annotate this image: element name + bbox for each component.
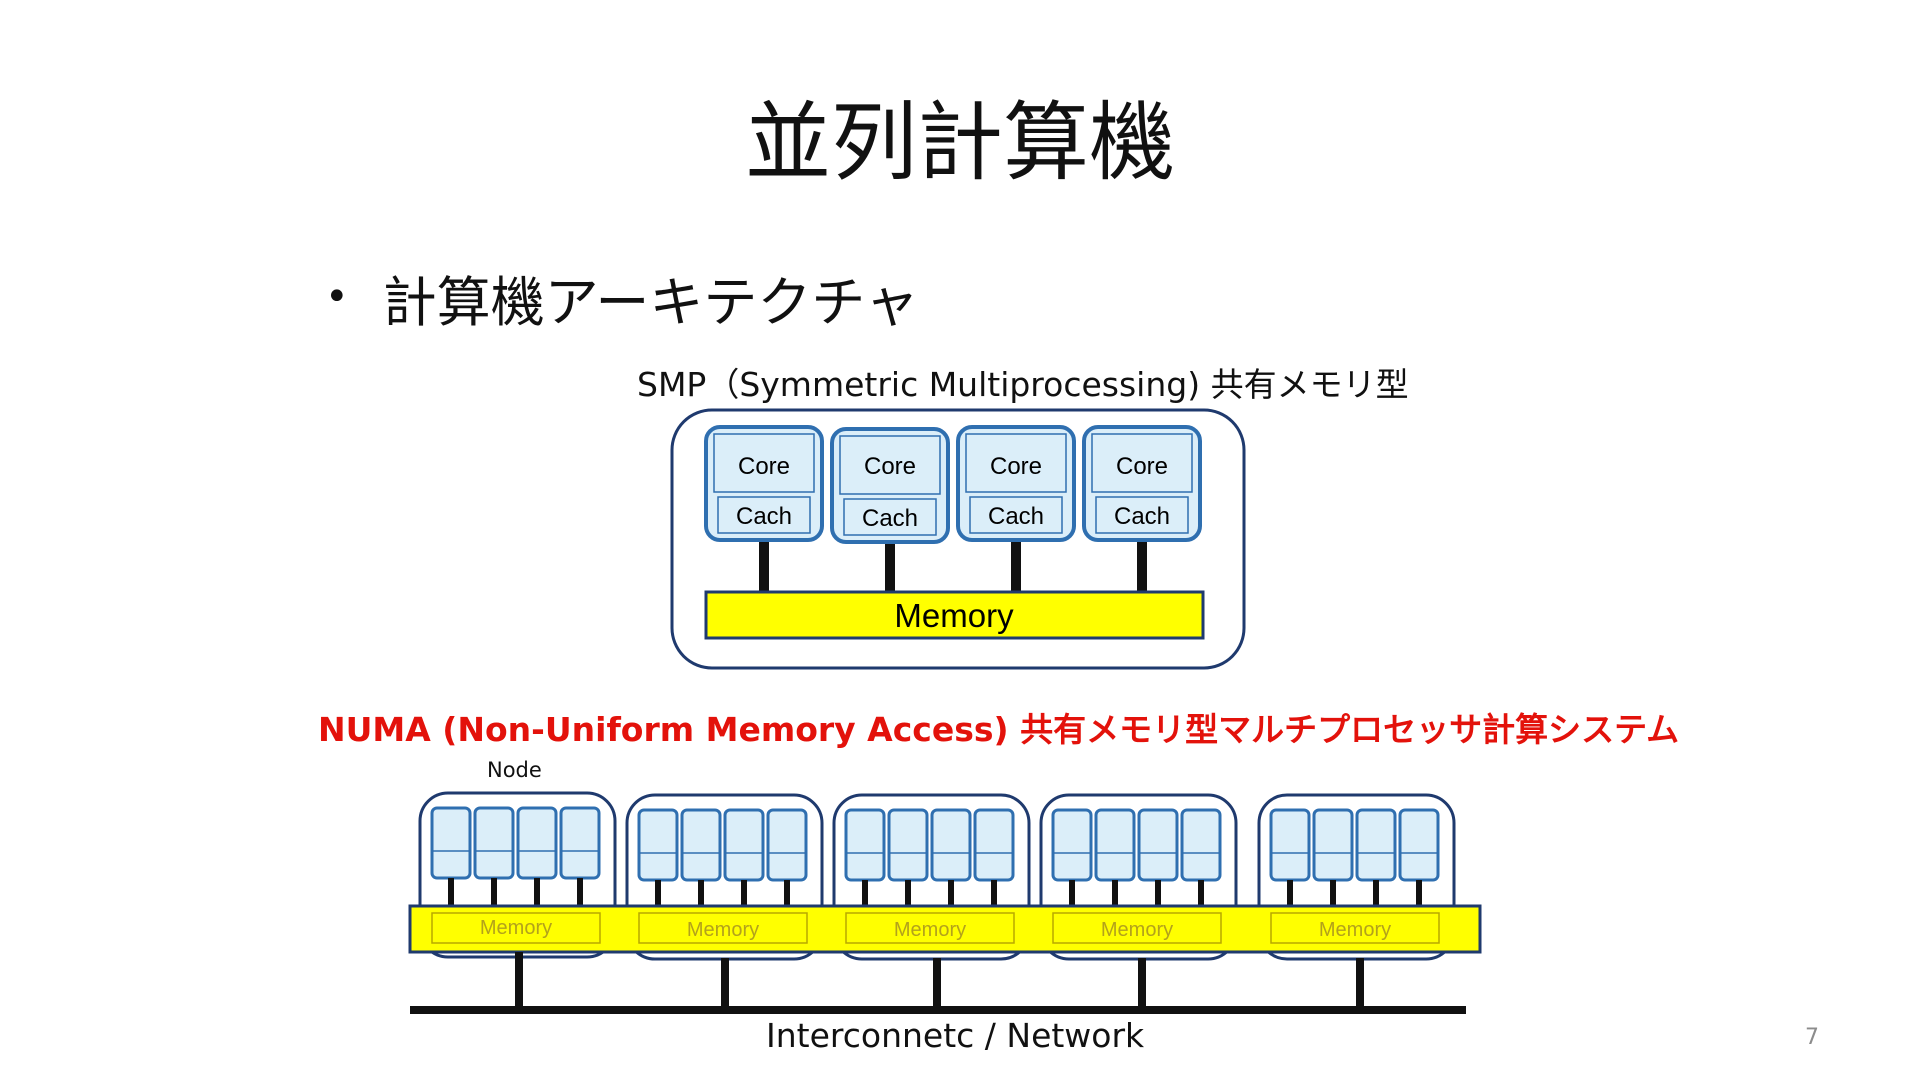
numa-core-unit	[723, 808, 765, 882]
numa-core-unit	[430, 806, 472, 880]
smp-connectors	[759, 538, 1147, 592]
numa-core-unit	[1180, 808, 1222, 882]
bullet-text: 計算機アーキテクチャ	[382, 270, 919, 334]
slide-title: 並列計算機	[745, 93, 1175, 193]
smp-cache-label: Cach	[1114, 503, 1170, 530]
page-number: 7	[1805, 1025, 1819, 1050]
smp-diagram: Core Cach Core Cach Core Cach Core Cach …	[670, 408, 1246, 670]
smp-core-label: Core	[1116, 453, 1168, 480]
numa-core-unit	[930, 808, 972, 882]
smp-core-box	[965, 433, 1067, 493]
numa-core-unit	[1355, 808, 1397, 882]
numa-core-unit	[1398, 808, 1440, 882]
numa-core-unit	[973, 808, 1015, 882]
numa-memory-label: Memory	[894, 919, 966, 941]
numa-memory-label: Memory	[687, 919, 759, 941]
numa-heading: NUMA (Non-Uniform Memory Access) 共有メモリ型マ…	[318, 710, 1680, 749]
smp-cache-label: Cach	[736, 503, 792, 530]
smp-core-box	[713, 433, 815, 493]
numa-core-unit	[516, 806, 558, 880]
smp-memory-bar	[704, 590, 1205, 640]
numa-core-unit	[1137, 808, 1179, 882]
smp-core-unit: Core Cach	[956, 425, 1076, 542]
smp-cache-box	[843, 498, 937, 536]
smp-core-unit: Core Cach	[704, 425, 824, 542]
numa-core-unit	[766, 808, 808, 882]
numa-memory-label: Memory	[480, 917, 552, 939]
numa-core-unit	[887, 808, 929, 882]
interconnect-label: Interconnetc / Network	[766, 1016, 1145, 1055]
numa-core-unit	[1312, 808, 1354, 882]
smp-core-unit: Core Cach	[830, 427, 950, 544]
numa-core-unit	[1094, 808, 1136, 882]
node-label: Node	[487, 758, 542, 782]
numa-core-unit	[473, 806, 515, 880]
numa-memory-label: Memory	[1319, 919, 1391, 941]
numa-diagram: Memory Memory Memory Memory Memory	[408, 791, 1482, 1014]
numa-core-dividers	[432, 850, 1438, 854]
smp-core-label: Core	[738, 453, 790, 480]
smp-cache-label: Cach	[862, 505, 918, 532]
numa-core-unit	[1269, 808, 1311, 882]
numa-core-unit	[680, 808, 722, 882]
bullet-item: • 計算機アーキテクチャ	[325, 262, 919, 334]
numa-core-unit	[637, 808, 679, 882]
numa-core-connectors	[448, 878, 1422, 906]
smp-core-box	[839, 435, 941, 495]
numa-memory-segments	[431, 912, 1440, 944]
smp-core-label: Core	[864, 453, 916, 480]
numa-core-unit	[559, 806, 601, 880]
numa-cores	[430, 806, 1440, 882]
smp-heading: SMP（Symmetric Multiprocessing) 共有メモリ型	[637, 365, 1409, 404]
network-connectors	[515, 952, 1364, 1006]
smp-memory-label: Memory	[894, 597, 1014, 634]
numa-core-unit	[844, 808, 886, 882]
numa-core-unit	[1051, 808, 1093, 882]
smp-cache-box	[969, 496, 1063, 534]
smp-core-box	[1091, 433, 1193, 493]
bullet-dot-icon: •	[325, 274, 349, 320]
smp-cache-box	[1095, 496, 1189, 534]
smp-cache-label: Cach	[988, 503, 1044, 530]
numa-memory-label: Memory	[1101, 919, 1173, 941]
smp-core-label: Core	[990, 453, 1042, 480]
smp-cache-box	[717, 496, 811, 534]
smp-core-unit: Core Cach	[1082, 425, 1202, 542]
